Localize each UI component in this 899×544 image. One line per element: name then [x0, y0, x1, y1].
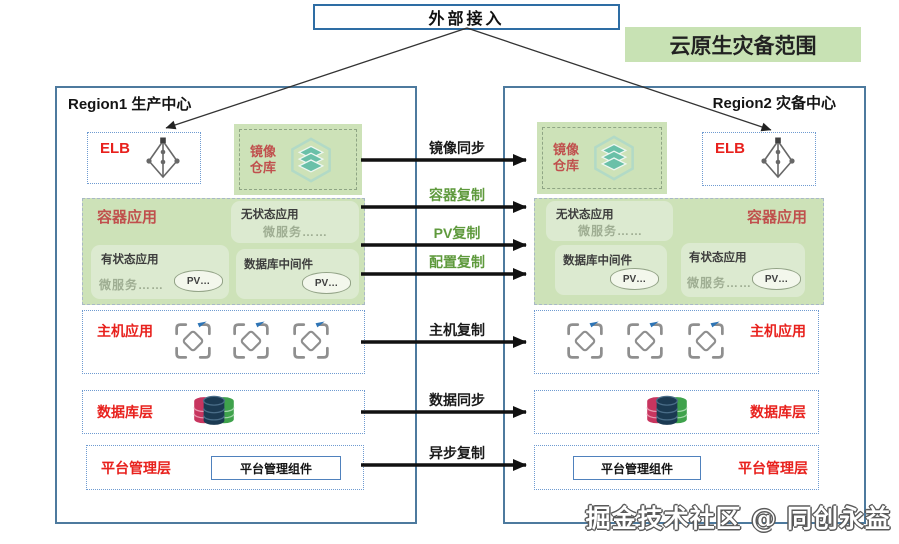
cloud-native-dr-scope-badge: 云原生灾备范围: [625, 27, 861, 62]
left-stateful-title: 有状态应用: [101, 254, 159, 266]
persistent-volume-icon: PV…: [302, 272, 351, 294]
right-container-app-label: 容器应用: [746, 209, 807, 226]
flow-label-container-replication: 容器复制: [429, 187, 485, 203]
right-db-middleware-title: 数据库中间件: [563, 255, 632, 267]
image-repository-icon: [289, 136, 333, 184]
flow-label-data-sync: 数据同步: [429, 392, 485, 408]
left-image-registry-label: 镜像仓库: [250, 143, 277, 175]
left-platform-component-label: 平台管理组件: [239, 461, 312, 476]
left-host-app-label: 主机应用: [97, 323, 153, 339]
left-platform-component-box: 平台管理组件: [211, 456, 341, 480]
persistent-volume-icon: PV…: [174, 270, 223, 292]
right-database-layer-box: 数据库层: [534, 390, 819, 434]
virtual-machine-icon: [291, 321, 331, 361]
region1-title: Region1 生产中心: [68, 96, 192, 113]
left-stateful-microservice-label: 微服务……: [99, 278, 165, 292]
left-stateless-title: 无状态应用: [241, 209, 299, 221]
right-elb-box: ELB: [702, 132, 816, 186]
right-database-layer-label: 数据库层: [750, 404, 806, 420]
region1-production-box: Region1 生产中心 ELB 镜像仓库 容器应用 无状态应用 微服务…… 有…: [55, 86, 417, 524]
flow-label-image-sync: 镜像同步: [429, 140, 485, 156]
right-host-app-box: 主机应用: [534, 310, 819, 374]
right-stateful-app-box: 有状态应用 微服务…… PV…: [681, 243, 805, 297]
left-middleware-pv-label: PV…: [314, 277, 339, 289]
left-db-middleware-box: 数据库中间件 PV…: [236, 249, 359, 299]
load-balancer-icon: [143, 135, 183, 181]
right-db-middleware-box: 数据库中间件 PV…: [555, 245, 667, 295]
left-platform-layer-label: 平台管理层: [101, 460, 171, 476]
left-container-app-label: 容器应用: [97, 209, 158, 226]
region2-title: Region2 灾备中心: [712, 95, 836, 112]
left-stateful-pv-label: PV…: [186, 275, 211, 287]
left-stateless-microservice-label: 微服务……: [263, 225, 329, 239]
left-host-app-box: 主机应用: [82, 310, 365, 374]
left-stateful-app-box: 有状态应用 微服务…… PV…: [91, 245, 229, 299]
virtual-machine-icon: [625, 321, 665, 361]
virtual-machine-icon: [173, 321, 213, 361]
left-container-app-box: 容器应用 无状态应用 微服务…… 有状态应用 微服务…… PV… 数据库中间件 …: [82, 198, 365, 305]
left-image-registry-inner: 镜像仓库: [239, 129, 357, 190]
external-access-label: 外部接入: [428, 11, 505, 28]
flow-label-config-replication: 配置复制: [429, 254, 485, 270]
load-balancer-icon: [758, 135, 798, 181]
flow-label-pv-replication: PV复制: [433, 225, 481, 241]
right-stateful-title: 有状态应用: [689, 252, 747, 264]
right-stateless-title: 无状态应用: [556, 209, 614, 221]
right-container-app-box: 容器应用 无状态应用 微服务…… 数据库中间件 PV… 有状态应用 微服务…… …: [534, 198, 824, 305]
right-platform-layer-label: 平台管理层: [738, 460, 808, 476]
left-image-registry-box: 镜像仓库: [234, 124, 362, 195]
persistent-volume-icon: PV…: [610, 268, 659, 290]
left-stateless-app-box: 无状态应用 微服务……: [231, 201, 359, 243]
virtual-machine-icon: [565, 321, 605, 361]
right-image-registry-box: 镜像仓库: [537, 122, 667, 194]
right-stateless-app-box: 无状态应用 微服务……: [546, 201, 673, 241]
region2-dr-box: Region2 灾备中心 镜像仓库 ELB 容器应用 无状态应用 微服务…… 数…: [503, 86, 866, 524]
right-platform-component-label: 平台管理组件: [600, 461, 673, 476]
right-image-registry-inner: 镜像仓库: [542, 127, 662, 189]
persistent-volume-icon: PV…: [752, 268, 801, 290]
right-image-registry-label: 镜像仓库: [553, 142, 580, 173]
right-platform-layer-box: 平台管理层 平台管理组件: [534, 445, 819, 490]
left-elb-label: ELB: [100, 140, 130, 157]
right-host-app-label: 主机应用: [750, 323, 806, 339]
right-stateful-microservice-label: 微服务……: [687, 276, 753, 290]
database-cylinders-icon: [186, 394, 242, 430]
external-access-box: 外部接入: [313, 4, 620, 30]
right-stateless-microservice-label: 微服务……: [578, 224, 644, 238]
left-elb-box: ELB: [87, 132, 201, 184]
image-repository-icon: [592, 134, 636, 182]
watermark-text: 掘金技术社区 @ 同创永益: [585, 504, 891, 533]
right-middleware-pv-label: PV…: [622, 273, 647, 285]
virtual-machine-icon: [686, 321, 726, 361]
virtual-machine-icon: [231, 321, 271, 361]
scope-badge-label: 云原生灾备范围: [669, 32, 817, 58]
left-database-layer-label: 数据库层: [97, 404, 153, 420]
right-platform-component-box: 平台管理组件: [573, 456, 701, 480]
left-database-layer-box: 数据库层: [82, 390, 365, 434]
database-cylinders-icon: [639, 394, 695, 430]
right-elb-label: ELB: [715, 140, 745, 157]
right-stateful-pv-label: PV…: [764, 273, 789, 285]
flow-label-async-replication: 异步复制: [429, 445, 485, 461]
left-db-middleware-title: 数据库中间件: [244, 259, 313, 271]
flow-label-host-replication: 主机复制: [429, 322, 485, 338]
left-platform-layer-box: 平台管理层 平台管理组件: [86, 445, 364, 490]
